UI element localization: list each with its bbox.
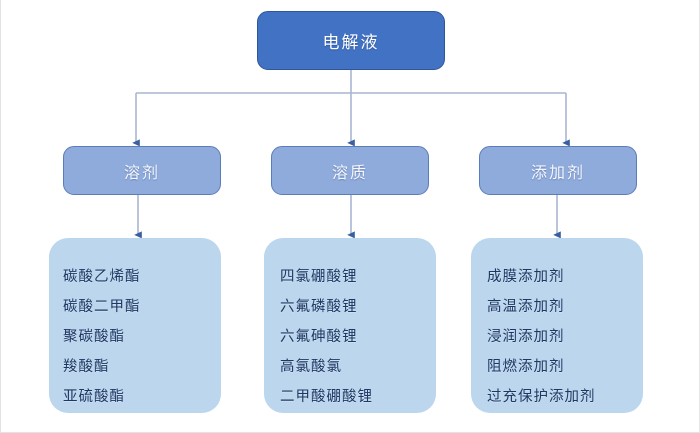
list-item: 碳酸乙烯酯: [63, 269, 141, 285]
list-box-solute: 四氯硼酸锂 六氟磷酸锂 六氟砷酸锂 高氯酸氯 二甲酸硼酸锂: [264, 238, 436, 413]
list-item: 高温添加剂: [487, 299, 565, 315]
node-category-solute-label: 溶质: [331, 162, 368, 182]
list-item: 亚硫酸酯: [63, 389, 125, 405]
list-item: 六氟砷酸锂: [280, 329, 358, 345]
node-electrolyte-root[interactable]: 电解液: [257, 11, 445, 70]
list-item: 高氯酸氯: [280, 359, 342, 375]
list-item: 浸润添加剂: [487, 329, 565, 345]
list-item: 四氯硼酸锂: [280, 269, 358, 285]
list-item: 聚碳酸酯: [63, 329, 125, 345]
node-category-solvent[interactable]: 溶剂: [63, 146, 221, 195]
list-item: 六氟磷酸锂: [280, 299, 358, 315]
node-category-solvent-label: 溶剂: [123, 162, 160, 182]
list-box-solvent: 碳酸乙烯酯 碳酸二甲酯 聚碳酸酯 羧酸酯 亚硫酸酯: [49, 238, 221, 413]
node-category-additive[interactable]: 添加剂: [479, 146, 637, 195]
node-root-label: 电解液: [322, 33, 380, 53]
list-item: 碳酸二甲酯: [63, 299, 141, 315]
node-category-additive-label: 添加剂: [530, 162, 585, 182]
node-category-solute[interactable]: 溶质: [271, 146, 429, 195]
list-box-additive: 成膜添加剂 高温添加剂 浸润添加剂 阻燃添加剂 过充保护添加剂: [471, 238, 643, 413]
list-item: 二甲酸硼酸锂: [280, 389, 373, 405]
list-item: 成膜添加剂: [487, 269, 565, 285]
list-item: 羧酸酯: [63, 359, 110, 375]
list-item: 阻燃添加剂: [487, 359, 565, 375]
list-item: 过充保护添加剂: [487, 389, 596, 405]
